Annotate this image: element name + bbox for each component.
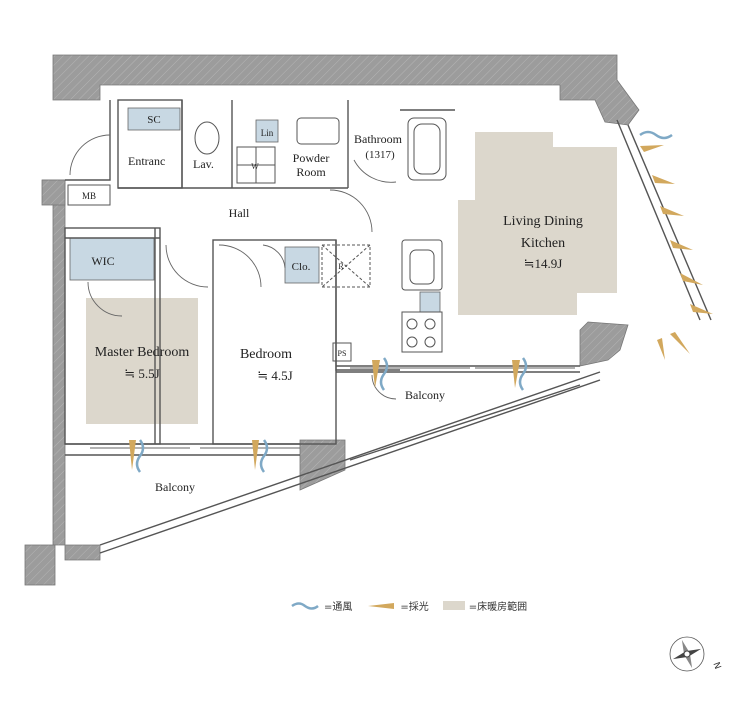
label-entrance: Entranc [128, 154, 165, 168]
daylight-arrows [129, 145, 713, 470]
label-ldk-2: Kitchen [521, 236, 565, 251]
room-labels: SC Entranc Lav. Lin W Powder Room Bathro… [82, 114, 583, 494]
label-balcony-main: Balcony [155, 480, 195, 494]
label-powder-room-1: Powder [293, 151, 330, 165]
bathtub [407, 117, 447, 181]
label-lin: Lin [261, 128, 274, 138]
ventilation-arrows [135, 130, 673, 473]
floor-heating-areas [86, 132, 617, 424]
legend-ventilation-label: =通風 [324, 602, 353, 613]
legend-floor-heating-label: =床暖房範囲 [468, 602, 528, 613]
label-bathroom-1: Bathroom [354, 132, 403, 146]
legend: =通風 =採光 =床暖房範囲 [290, 598, 527, 613]
label-ldk-3: ≒14.9J [524, 256, 563, 271]
floor-heating-swatch-icon [442, 601, 465, 610]
legend-floor-heating: =床暖房範囲 [442, 598, 528, 613]
label-bedroom-1: Bedroom [240, 347, 292, 362]
toilet [194, 121, 220, 155]
legend-daylight: =採光 [366, 598, 429, 613]
meter-box [67, 184, 111, 206]
label-ldk-1: Living Dining [503, 214, 583, 229]
sink [401, 239, 443, 291]
fixtures [67, 117, 447, 362]
stove [401, 311, 443, 353]
label-ps: PS [338, 349, 347, 358]
label-master-bedroom-1: Master Bedroom [95, 345, 190, 360]
label-lav: Lav. [193, 157, 214, 171]
label-balcony-small: Balcony [405, 388, 445, 402]
label-powder-room-2: Room [296, 165, 326, 179]
label-r: R [338, 262, 344, 271]
storage-blocks [69, 107, 441, 313]
label-bathroom-2: (1317) [365, 149, 395, 161]
label-sc: SC [147, 114, 160, 126]
structural-walls [24, 54, 640, 586]
label-clo: Clo. [292, 261, 311, 273]
label-master-bedroom-2: ≒ 5.5J [124, 366, 159, 381]
legend-ventilation: =通風 [290, 598, 352, 613]
daylight-swatch-icon [368, 602, 395, 609]
label-bedroom-2: ≒ 4.5J [257, 368, 292, 383]
pipe-shaft [332, 342, 352, 362]
label-w: W [251, 162, 259, 171]
legend-daylight-label: =採光 [400, 602, 429, 613]
doors [69, 134, 397, 400]
interior-walls [64, 99, 712, 554]
ventilation-swatch-icon [291, 601, 319, 610]
label-hall: Hall [229, 206, 250, 220]
compass-north-label: N [710, 661, 722, 671]
compass: N [669, 636, 722, 672]
washbasin [296, 117, 340, 145]
label-wic: WIC [91, 254, 114, 268]
label-mb: MB [82, 191, 96, 201]
